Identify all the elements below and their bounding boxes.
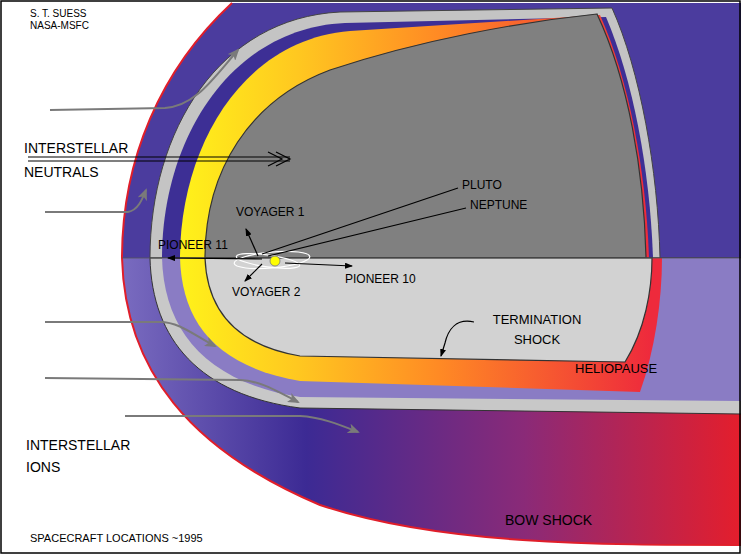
planet-label: NEPTUNE [470, 198, 560, 212]
voyager2-arrow [245, 264, 262, 281]
spacecraft-label: PIONEER 10 [345, 272, 445, 286]
pioneer11-arrow [168, 258, 262, 259]
heliopause-band-top [150, 8, 660, 258]
shock-band-top [180, 15, 649, 258]
termination-leader [441, 321, 474, 356]
flow-arrows [45, 50, 358, 432]
planet-label: PLUTO [462, 178, 542, 192]
pioneer10-arrow [285, 263, 352, 266]
boundary-label: HELIOPAUSE [575, 361, 685, 376]
region-label: INTERSTELLAR NEUTRALS [24, 136, 154, 184]
orbit [235, 251, 300, 272]
cut-line [122, 258, 741, 259]
orbit [233, 249, 310, 272]
boundary-label: TERMINATION SHOCK [477, 310, 597, 350]
spacecraft-label: PIONEER 11 [158, 238, 258, 252]
arrow-line [28, 156, 290, 157]
arrow-line [28, 160, 290, 161]
arrow-head [268, 152, 282, 166]
spacecraft-label: VOYAGER 2 [232, 285, 332, 299]
flow-arrow [45, 378, 298, 402]
caption-note: SPACECRAFT LOCATIONS ~1995 [30, 532, 290, 545]
heliosheath-bottom [162, 258, 741, 401]
pluto-leader [262, 188, 458, 254]
bow-region-bottom [122, 258, 741, 545]
termination-shock-bottom [205, 258, 652, 362]
sun [270, 256, 280, 266]
flow-arrow [45, 322, 215, 346]
bow-region-top [122, 3, 741, 258]
flow-arrow [125, 416, 358, 432]
credit-note: S. T. SUESS NASA-MSFC [30, 8, 108, 32]
flow-arrow [50, 50, 238, 110]
solar-system [233, 249, 310, 272]
spacecraft-label: VOYAGER 1 [236, 205, 336, 219]
bow-shock-line [122, 3, 741, 545]
boundary-label: BOW SHOCK [505, 512, 625, 528]
voyager1-arrow [246, 229, 258, 256]
flow-arrow [45, 190, 146, 212]
spacecraft-arrows [168, 188, 474, 356]
termination-shock-top [205, 14, 646, 258]
heliopause-band-bottom [150, 258, 741, 414]
region-label: INTERSTELLAR IONS [26, 434, 156, 478]
